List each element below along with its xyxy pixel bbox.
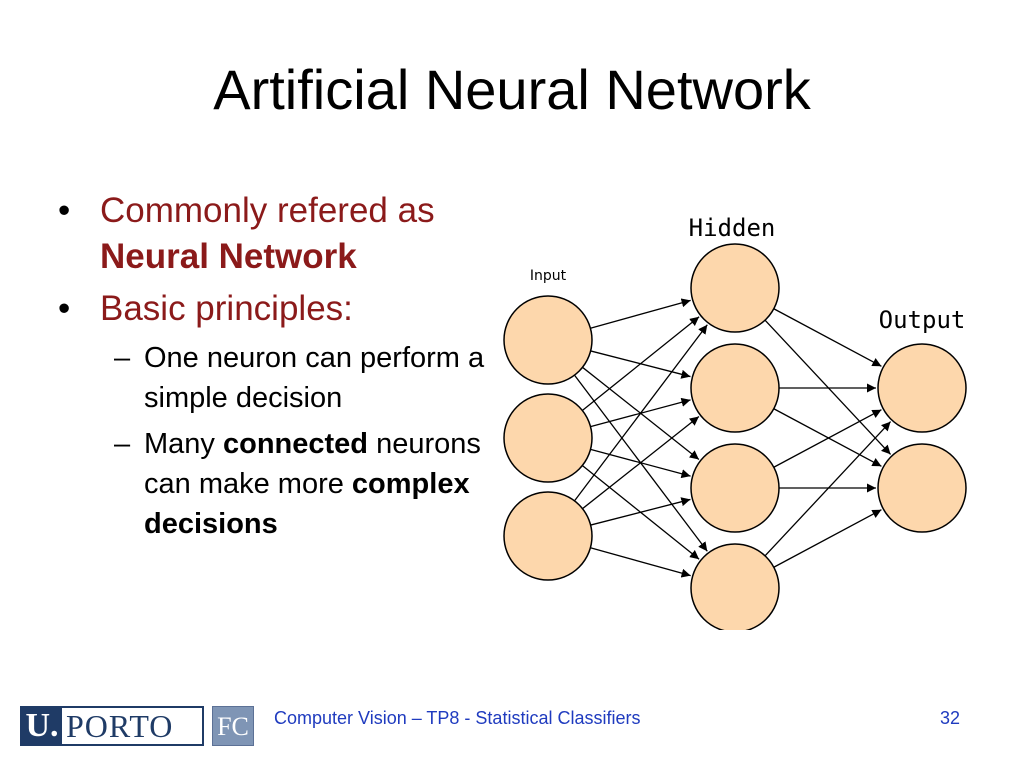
bullet-list: • Commonly refered as Neural Network • B…	[58, 188, 498, 550]
bullet-dot-icon: •	[58, 289, 71, 328]
connection-arrow	[773, 509, 882, 568]
connection-arrow	[764, 319, 892, 455]
sub-bullet-text: neurons can make more	[144, 428, 481, 500]
footer-course-text: Computer Vision – TP8 - Statistical Clas…	[274, 708, 641, 728]
bullet-item: • Commonly refered as Neural Network	[58, 188, 498, 280]
hidden-neuron	[690, 343, 780, 433]
sub-bullet-text: One neuron can perform a simple decision	[144, 342, 485, 414]
connection-arrow	[573, 324, 708, 502]
connection-arrow	[590, 298, 691, 329]
dash-icon: –	[114, 428, 131, 460]
connections	[573, 298, 892, 578]
connection-arrow	[764, 421, 892, 557]
hidden-neuron	[690, 443, 780, 533]
neural-network-diagram: Input Hidden Output	[503, 214, 967, 630]
input-neuron	[503, 393, 593, 483]
connection-arrow	[773, 409, 882, 468]
bullet-text: Basic principles:	[100, 289, 353, 328]
neurons	[503, 243, 967, 630]
bullet-dot-icon: •	[58, 191, 71, 230]
page-number: 32	[940, 708, 961, 728]
hidden-neuron	[690, 243, 780, 333]
bullet-item: • Basic principles:	[58, 286, 498, 332]
hidden-layer-label: Hidden	[689, 214, 776, 242]
slide-title: Artificial Neural Network	[213, 58, 811, 121]
connection-arrow	[590, 497, 691, 526]
connection-arrow	[590, 547, 691, 578]
footer: U. PORTO FC Computer Vision – TP8 - Stat…	[0, 704, 1024, 748]
sub-bullet-item: – One neuron can perform a simple decisi…	[58, 338, 498, 418]
logo-porto-text: PORTO	[66, 708, 174, 744]
output-neuron	[877, 443, 967, 533]
sub-bullet-text: Many	[144, 428, 223, 460]
sub-bullet-item: – Many connected neurons can make more c…	[58, 424, 498, 544]
hidden-neuron	[690, 543, 780, 630]
connection-arrow	[582, 416, 700, 510]
connection-arrow	[773, 308, 882, 367]
fc-logo: FC	[212, 706, 254, 746]
input-neuron	[503, 491, 593, 581]
sub-bullet-bold: connected	[222, 428, 369, 460]
output-layer-label: Output	[879, 306, 966, 334]
logo-u-mark: U.	[22, 708, 62, 744]
output-neuron	[877, 343, 967, 433]
bullet-text: Commonly refered as	[100, 191, 435, 230]
uporto-logo: U. PORTO	[20, 706, 204, 746]
input-layer-label: Input	[530, 268, 567, 284]
sub-bullet-bold: complex decisions	[144, 468, 470, 540]
input-neuron	[503, 295, 593, 385]
connection-arrow	[773, 408, 882, 467]
dash-icon: –	[114, 342, 131, 374]
bullet-bold-text: Neural Network	[100, 237, 357, 276]
connection-arrow	[581, 316, 700, 411]
